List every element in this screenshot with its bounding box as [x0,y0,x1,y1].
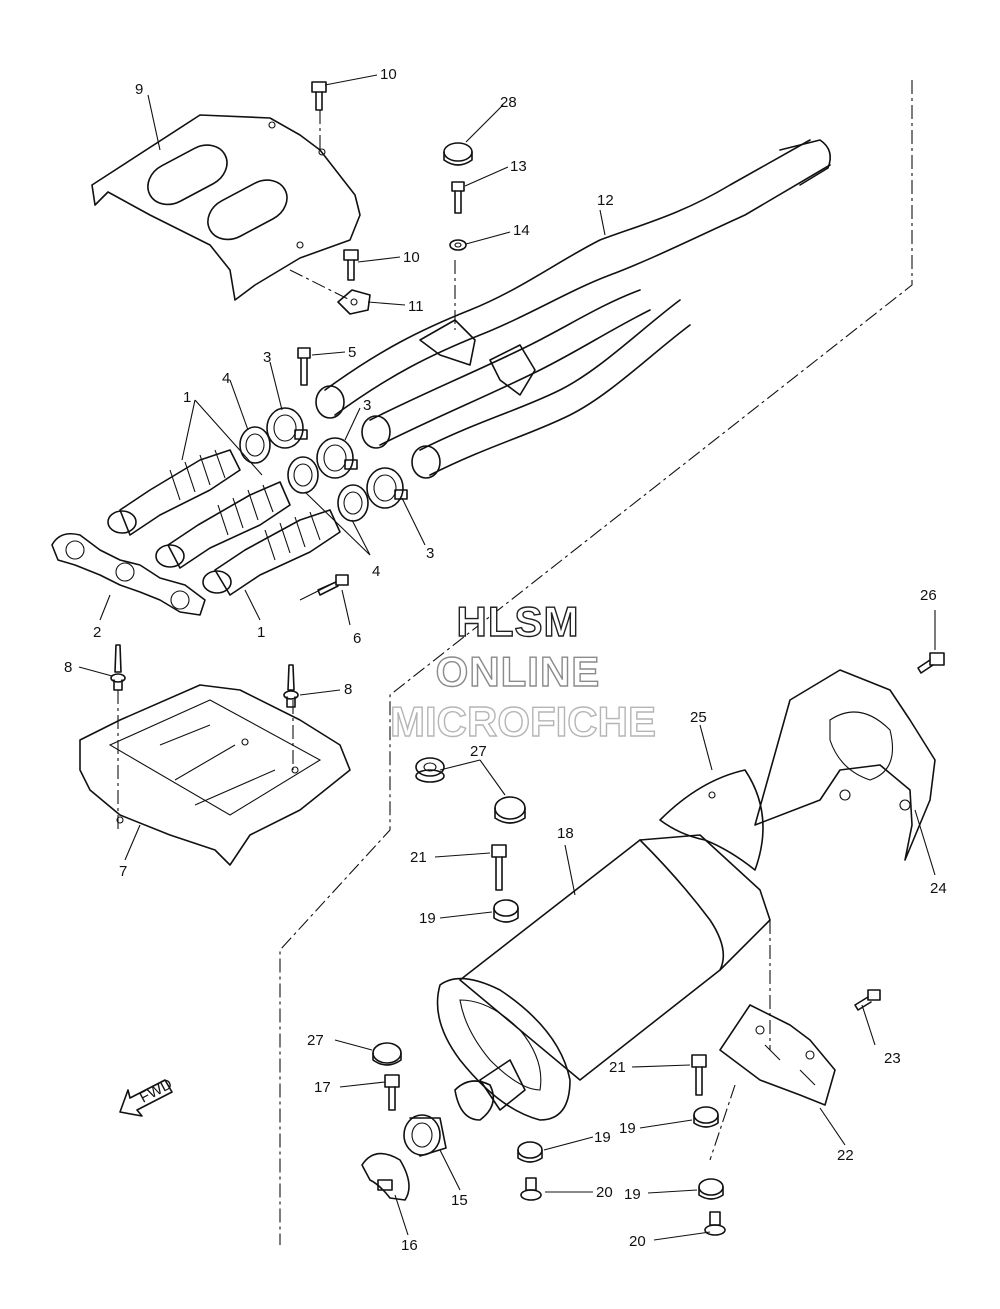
joint-pipe-1-b[interactable] [155,481,291,569]
callout-28: 28 [500,94,517,111]
gasket-4-b[interactable] [287,456,319,494]
joint-pipe-1-a[interactable] [107,449,241,536]
muffler-shield-24[interactable] [754,669,936,861]
callout-21-upper: 21 [410,849,427,866]
callout-23: 23 [884,1050,901,1067]
callout-11: 11 [408,298,424,315]
callout-5: 5 [348,344,356,361]
shield-band-25[interactable] [659,769,764,871]
muffler-18[interactable] [436,834,771,1121]
fwd-arrow-icon [119,1079,173,1117]
rivet-8-left[interactable] [110,644,126,691]
callout-26: 26 [920,587,937,604]
exhaust-pipe-12[interactable] [315,139,831,479]
cap-27-upper[interactable] [494,796,526,824]
bolt-10-lower[interactable] [343,249,359,281]
bolt-10-upper[interactable] [311,81,327,111]
callout-3-c: 3 [426,545,434,562]
callout-18: 18 [557,825,574,842]
bolt-20-a[interactable] [520,1177,542,1201]
callout-12: 12 [597,192,614,209]
callout-3-a: 3 [263,349,271,366]
callout-10-lower: 10 [403,249,420,266]
fwd-label: FWD [137,1075,175,1106]
callout-27-lower: 27 [307,1032,324,1049]
callout-21-lower: 21 [609,1059,626,1076]
callout-13: 13 [510,158,527,175]
callout-24: 24 [930,880,947,897]
callout-19-a: 19 [419,910,436,927]
callout-numbers: 9 10 10 11 28 13 14 12 5 3 3 3 4 4 1 1 2… [64,66,947,1254]
bolt-21-lower[interactable] [691,1054,707,1096]
callout-16: 16 [401,1237,418,1254]
callout-19-b: 19 [594,1129,611,1146]
grommet-27-upper[interactable] [415,757,445,783]
callout-8-left: 8 [64,659,72,676]
callout-6: 6 [353,630,361,647]
callout-20-a: 20 [596,1184,613,1201]
callout-27-upper: 27 [470,743,487,760]
collar-19-b[interactable] [517,1141,543,1163]
callout-22: 22 [837,1147,854,1164]
joint-pipe-1-c[interactable] [202,509,341,596]
bolt-17[interactable] [384,1074,400,1111]
callout-leaders [78,74,936,1241]
bolt-13[interactable] [451,181,465,214]
callout-7: 7 [119,863,127,880]
callout-2: 2 [93,624,101,641]
callout-1-a: 1 [183,389,191,406]
bolt-20-b[interactable] [704,1211,726,1236]
collar-19-d[interactable] [698,1178,724,1200]
callout-10-upper: 10 [380,66,397,83]
watermark-line-3: MICROFICHE [390,698,656,745]
clamp-16[interactable] [361,1152,410,1201]
manifold-gasket-2[interactable] [51,532,206,616]
callout-4-b: 4 [372,563,380,580]
bolt-26[interactable] [917,652,945,674]
callout-19-c: 19 [619,1120,636,1137]
clamp-3-a[interactable] [266,407,308,449]
callout-1-b: 1 [257,624,265,641]
callout-3-b: 3 [363,397,371,414]
heat-shield-upper[interactable] [91,114,361,301]
gasket-4-c[interactable] [337,484,369,522]
gasket-15[interactable] [403,1114,447,1157]
watermark-line-1: HLSM [457,598,580,645]
bracket-22[interactable] [719,1004,836,1106]
clamp-3-c[interactable] [366,467,408,509]
callout-25: 25 [690,709,707,726]
collar-19-c[interactable] [693,1106,719,1128]
watermark: HLSM ONLINE MICROFICHE [389,597,656,745]
bolt-6[interactable] [317,574,349,596]
collar-19-a[interactable] [493,899,519,923]
cap-28[interactable] [443,142,473,166]
callout-8-right: 8 [344,681,352,698]
gasket-4-a[interactable] [239,426,271,464]
bolt-23[interactable] [854,989,881,1011]
rivet-8-right[interactable] [283,664,299,708]
callout-14: 14 [513,222,530,239]
callout-9: 9 [135,81,143,98]
bracket-11[interactable] [337,289,371,315]
callout-17: 17 [314,1079,331,1096]
callout-4-a: 4 [222,370,230,387]
callout-19-d: 19 [624,1186,641,1203]
callout-15: 15 [451,1192,468,1209]
clamp-3-b[interactable] [316,437,358,479]
lower-shield-7[interactable] [79,684,351,866]
watermark-line-2: ONLINE [436,648,601,695]
bolt-5[interactable] [297,347,311,386]
assembly-dash-lines [117,80,913,1245]
bolt-21-upper[interactable] [491,844,507,891]
washer-14[interactable] [449,239,467,251]
callout-20-b: 20 [629,1233,646,1250]
cap-27-lower[interactable] [372,1042,402,1066]
